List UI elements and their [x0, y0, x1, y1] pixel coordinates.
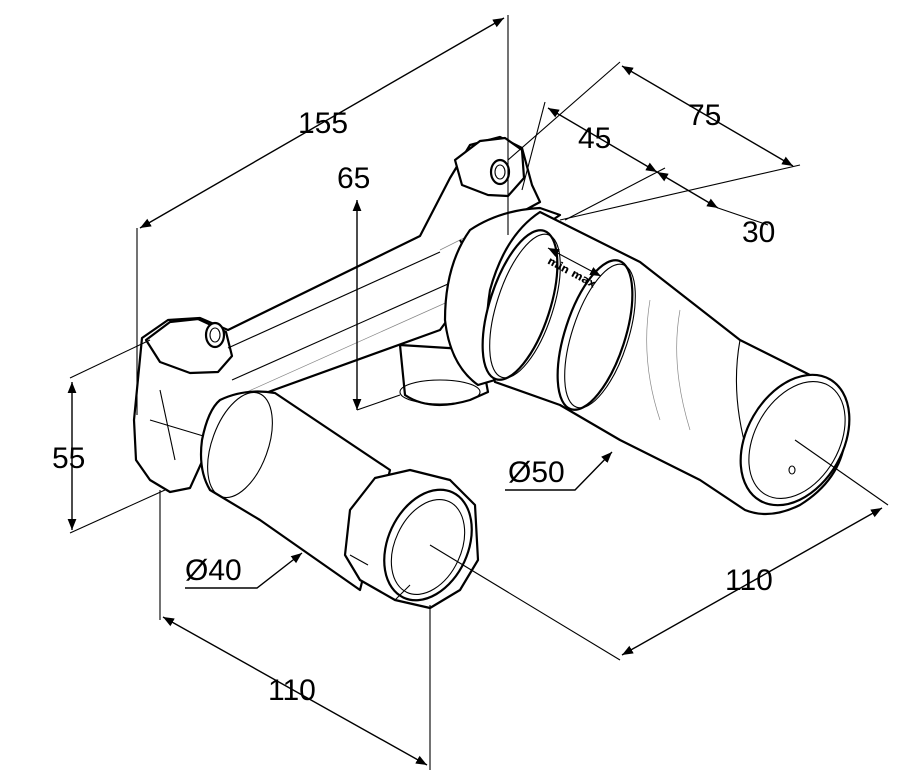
dim-45-label: 45 — [578, 122, 611, 155]
upper-screw-hole — [489, 158, 511, 186]
end-cap-vent — [788, 465, 796, 475]
socket-ring-2 — [556, 259, 634, 411]
dim-large-pipe-length: 110 — [429, 439, 889, 661]
dim-65-label: 65 — [337, 162, 370, 195]
dim-155-label: 155 — [298, 107, 348, 140]
dim-30-label: 30 — [742, 216, 775, 249]
dim-large-diameter: Ø50 — [505, 451, 613, 491]
large-pipe: min max — [443, 206, 851, 516]
dim-overall-width: 155 — [136, 15, 509, 415]
dim-75-label: 75 — [688, 99, 721, 132]
dim-socket-depth: 45 — [521, 101, 666, 221]
upper-mounting-ear — [453, 136, 526, 198]
dim-110-left-label: 110 — [268, 674, 316, 707]
dim-110-right-label: 110 — [725, 564, 773, 597]
small-pipe — [199, 390, 480, 610]
dim-55-label: 55 — [52, 442, 85, 475]
small-pipe-body — [199, 390, 392, 592]
dim-o40-label: Ø40 — [185, 554, 242, 587]
socket-ring-1 — [481, 229, 559, 381]
dim-bracket-height: 55 — [52, 339, 166, 534]
dim-o50-label: Ø50 — [508, 456, 565, 489]
lower-screw-hole — [204, 321, 226, 349]
dim-small-pipe-length: 110 — [159, 490, 431, 770]
dim-top-depth: 75 — [507, 61, 801, 221]
dim-height: 65 — [337, 162, 401, 411]
dim-small-diameter: Ø40 — [185, 552, 303, 589]
dim-socket-offset: 30 — [656, 171, 775, 249]
small-pipe-opening — [383, 488, 473, 602]
